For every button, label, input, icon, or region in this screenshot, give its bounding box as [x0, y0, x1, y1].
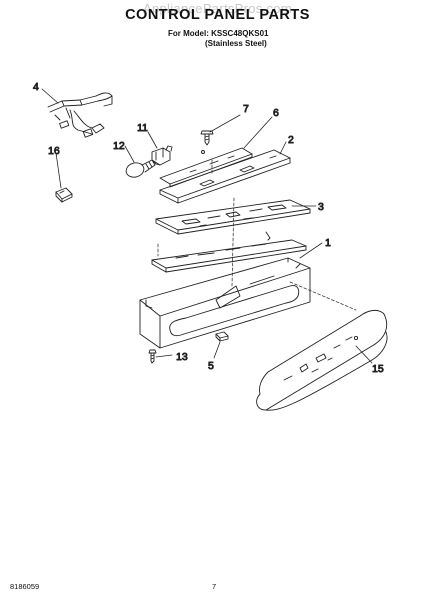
assembly-leader-lines [157, 159, 357, 311]
part-15-trim-panel [256, 309, 388, 411]
part-1-housing-trough [139, 257, 311, 349]
part-control-strip [151, 239, 307, 273]
model-variant: (Stainless Steel) [205, 39, 267, 48]
part-13-screw [148, 349, 157, 364]
callout-label: 5 [208, 360, 214, 372]
callout-label: 11 [137, 122, 148, 134]
watermark: AppliancePartsPros.com [143, 1, 292, 16]
part-3-overlay [155, 199, 311, 241]
part-5-clip [215, 331, 229, 342]
callout-label: 2 [288, 134, 294, 146]
part-7-screw [200, 130, 214, 146]
callout-label: 6 [273, 107, 279, 119]
callout-leaders [41, 88, 373, 364]
part-16-bracket [55, 187, 73, 203]
part-2-housing-panel [159, 149, 291, 204]
part-4-wire-harness [47, 92, 113, 138]
page-number: 7 [212, 582, 217, 591]
callout-label: 13 [176, 351, 188, 363]
callout-label: 3 [318, 201, 324, 213]
part-11-lamp-socket [151, 145, 173, 166]
callout-label: 4 [33, 81, 39, 93]
doc-number: 8186059 [10, 582, 40, 591]
callout-label: 1 [325, 237, 331, 249]
page-title: CONTROL PANEL PARTS [125, 7, 310, 23]
callout-label: 16 [48, 145, 60, 157]
part-12-bulb [125, 159, 156, 178]
callout-label: 7 [243, 103, 249, 115]
model-line: For Model: KSSC48QKS01 [168, 29, 269, 38]
callout-label: 15 [372, 363, 384, 375]
callout-label: 12 [113, 140, 125, 152]
